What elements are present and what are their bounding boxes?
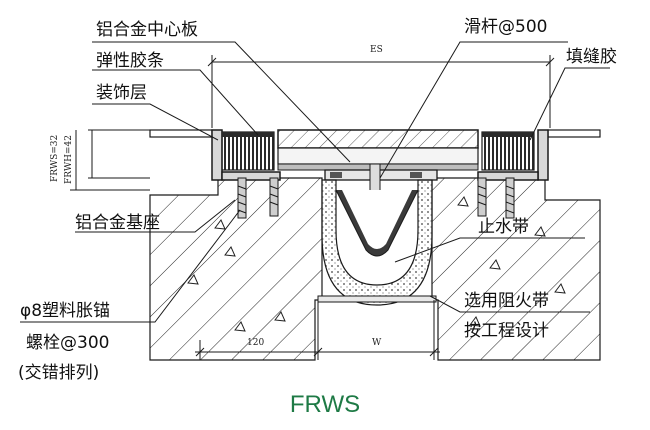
diagram-title: FRWS — [290, 391, 360, 418]
concrete-slab-left — [149, 177, 323, 361]
elastic-strip-left — [221, 131, 275, 171]
slide-bar — [324, 163, 438, 195]
bottom-dimensions — [195, 300, 440, 360]
frws-label: FRWS=32 — [50, 135, 60, 182]
waterstop — [321, 179, 433, 306]
anchor-bolt-left-1 — [237, 177, 247, 219]
aggregate-marks — [187, 196, 566, 332]
anchor-bolt-right-2 — [505, 177, 515, 219]
aluminum-center-plate-label: 铝合金中心板 — [96, 20, 198, 40]
decorative-layer-right — [547, 129, 601, 138]
fire-belt-label-line1: 选用阻火带 — [464, 291, 549, 311]
decorative-layer-label: 装饰层 — [96, 83, 147, 103]
base-width-label: 120 — [247, 338, 264, 348]
es-dimension — [207, 55, 555, 128]
elastic-strip-right — [481, 131, 535, 171]
decorative-layer-left — [149, 129, 213, 138]
height-dimensions — [70, 129, 150, 191]
anchor-bolt-label-line3: (交错排列) — [18, 363, 99, 383]
gap-width-label: W — [372, 338, 382, 348]
anchor-bolt-right-1 — [477, 177, 487, 217]
anchor-bolt-label-line2: 螺栓@300 — [26, 333, 109, 353]
anchor-bolt-left-2 — [269, 177, 279, 217]
aluminum-base-label: 铝合金基座 — [75, 213, 160, 233]
fire-belt — [317, 295, 437, 303]
fire-belt-label-line2: 按工程设计 — [464, 321, 549, 341]
leader-lines — [20, 41, 610, 323]
sealant-label: 填缝胶 — [566, 47, 617, 67]
elastic-strip-label: 弹性胶条 — [96, 51, 164, 71]
frwh-label: FRWH=42 — [64, 135, 74, 184]
waterstop-label: 止水带 — [478, 217, 529, 237]
es-dimension-label: ES — [370, 45, 383, 55]
anchor-bolt-label-line1: φ8塑料胀锚 — [20, 301, 110, 321]
slide-bar-label: 滑杆@500 — [464, 17, 547, 37]
